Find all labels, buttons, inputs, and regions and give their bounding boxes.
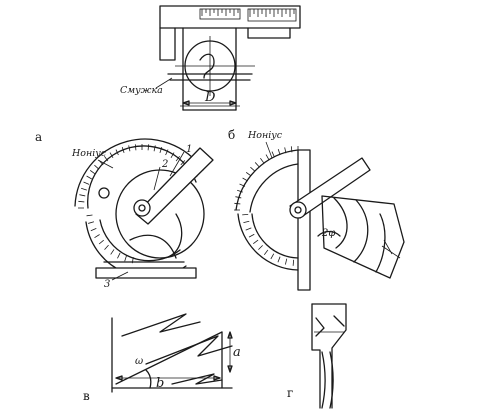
scale-tick bbox=[253, 239, 259, 245]
scale-tick bbox=[110, 249, 115, 255]
panel-a-protractor: а Ноніус 1 2 3 bbox=[35, 130, 214, 290]
strip-label: Смужка bbox=[120, 85, 163, 96]
scale-tick bbox=[243, 220, 250, 223]
scale-tick bbox=[98, 160, 104, 166]
scale-tick bbox=[285, 258, 288, 265]
nonius-a-label: Ноніус bbox=[71, 148, 107, 159]
scale-tick bbox=[115, 149, 119, 156]
nonius-b-label: Ноніус bbox=[247, 130, 283, 141]
scale-tick bbox=[153, 145, 156, 152]
scale-tick bbox=[180, 160, 186, 166]
scale-tick bbox=[159, 147, 163, 153]
scale-tick bbox=[98, 239, 104, 245]
scale-tick bbox=[254, 162, 260, 168]
scale-tick bbox=[94, 164, 100, 170]
scale-tick bbox=[265, 154, 270, 160]
caliper-drawing: D Смужка bbox=[120, 5, 301, 111]
scale-tick bbox=[239, 183, 246, 187]
scale-tick bbox=[290, 146, 293, 153]
part-1-label: 1 bbox=[186, 144, 192, 155]
scale-tick bbox=[175, 155, 180, 162]
scale-tick bbox=[81, 187, 87, 191]
scale-tick bbox=[260, 157, 265, 164]
angle-omega-label: ω bbox=[135, 356, 143, 367]
scale-tick bbox=[128, 145, 131, 152]
scale-tick bbox=[170, 152, 175, 158]
panel-b-scale-ticks bbox=[234, 146, 299, 266]
scale-tick bbox=[258, 245, 263, 250]
scale-tick bbox=[83, 181, 90, 185]
scale-tick bbox=[284, 147, 287, 154]
part-3-label: 3 bbox=[104, 279, 110, 290]
panel-v-geometry: в a b ω bbox=[83, 313, 241, 403]
scale-tick bbox=[121, 147, 125, 153]
dimension-a-label: a bbox=[233, 345, 241, 360]
scale-tick bbox=[78, 200, 85, 203]
scale-tick bbox=[89, 170, 96, 175]
scale-tick bbox=[242, 177, 248, 182]
scale-tick bbox=[277, 256, 281, 263]
angle-2phi-label: 2φ bbox=[321, 228, 335, 239]
scale-tick bbox=[134, 144, 137, 151]
scale-tick bbox=[124, 255, 127, 262]
scale-tick bbox=[234, 202, 241, 205]
scale-tick bbox=[104, 244, 109, 250]
dimension-D-label: D bbox=[204, 90, 216, 105]
scale-tick bbox=[270, 253, 275, 260]
scale-tick bbox=[245, 227, 252, 231]
scale-tick bbox=[235, 196, 242, 199]
caliper-scale-ticks bbox=[201, 9, 295, 17]
scale-tick bbox=[271, 151, 275, 158]
part-2-label: 2 bbox=[161, 159, 168, 170]
scale-tick bbox=[263, 249, 269, 255]
scale-tick bbox=[245, 172, 252, 177]
scale-tick bbox=[248, 233, 255, 238]
scale-tick bbox=[237, 189, 243, 193]
scale-tick bbox=[94, 234, 100, 239]
panel-b-label: б bbox=[228, 128, 235, 142]
scale-tick bbox=[165, 149, 169, 156]
scale-tick bbox=[109, 152, 114, 158]
scale-tick bbox=[277, 149, 281, 155]
scale-tick bbox=[104, 155, 109, 162]
panel-g-label: г bbox=[287, 386, 293, 400]
scale-tick bbox=[86, 214, 93, 217]
panel-b-protractor: б Ноніус 2φ bbox=[228, 128, 405, 291]
scale-tick bbox=[90, 227, 97, 232]
panel-g-section: г bbox=[287, 303, 347, 409]
panel-a-label: а bbox=[35, 130, 42, 144]
panel-v-label: в bbox=[83, 389, 90, 403]
scale-tick bbox=[242, 213, 249, 216]
scale-tick bbox=[250, 166, 256, 172]
dimension-b-label: b bbox=[156, 376, 164, 391]
scale-tick bbox=[147, 144, 150, 151]
scale-tick bbox=[88, 221, 95, 224]
scale-tick bbox=[117, 252, 121, 259]
scale-tick bbox=[86, 175, 92, 180]
scale-tick bbox=[292, 259, 295, 266]
scale-tick bbox=[79, 194, 86, 197]
